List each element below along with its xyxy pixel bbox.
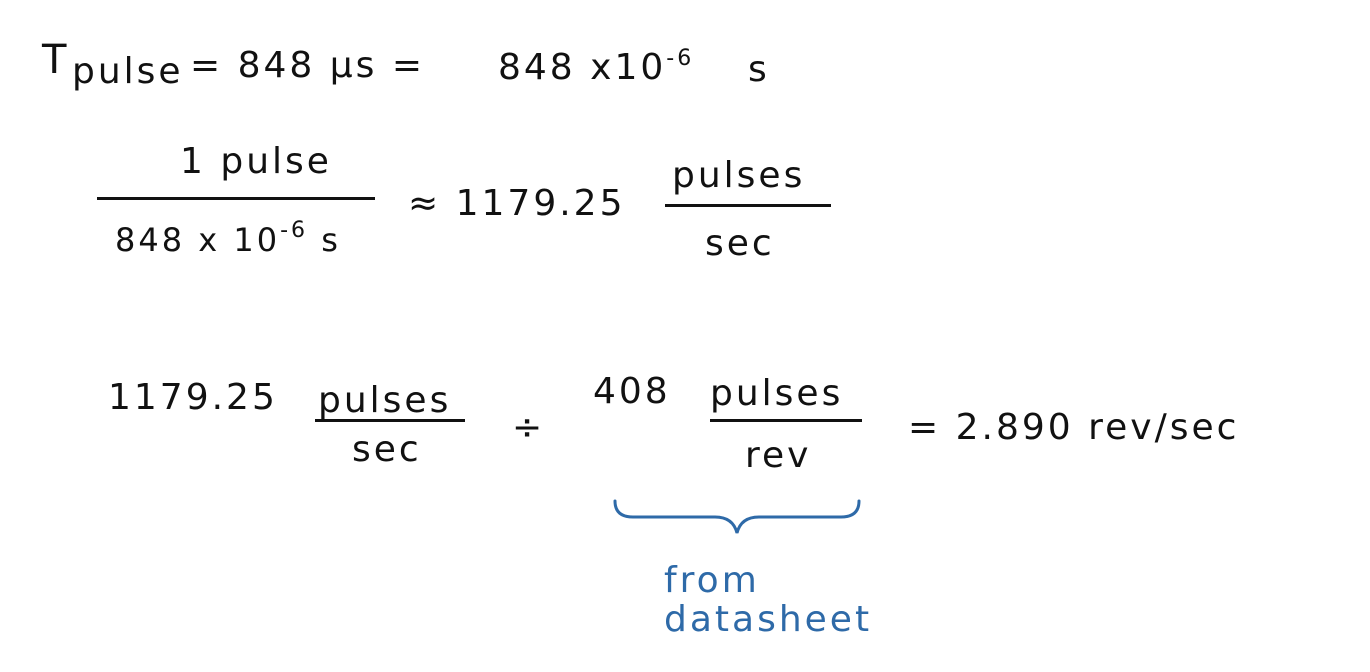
scientific-value: 848 x10-6 (498, 48, 694, 86)
fraction-bar (315, 419, 465, 422)
curly-brace-icon (613, 499, 861, 534)
pulse-subscript: pulse (72, 51, 184, 92)
fraction-bar (97, 197, 375, 200)
result-numerator: pulses (672, 155, 806, 196)
denominator-unit: s (321, 221, 341, 259)
denominator-value: 848 x 10 (115, 221, 281, 259)
denominator-exponent: -6 (280, 218, 309, 243)
fraction-bar (710, 419, 862, 422)
annotation-datasheet: datasheet (664, 599, 873, 640)
annotation-from: from (664, 560, 760, 601)
frac2-denominator: rev (745, 435, 812, 476)
unit: s (748, 49, 770, 90)
approx-value: ≈ 1179.25 (408, 183, 626, 224)
frac1-numerator: pulses (318, 380, 452, 421)
final-result: = 2.890 rev/sec (908, 407, 1240, 448)
t-symbol: T (42, 37, 70, 83)
value: 848 x10 (498, 47, 667, 88)
value1: 1179.25 (108, 377, 278, 418)
fraction-denominator: 848 x 10-6 s (115, 218, 341, 259)
fraction-bar (665, 204, 831, 207)
fraction-numerator: 1 pulse (180, 141, 332, 182)
frac2-numerator: pulses (710, 373, 844, 414)
frac1-denominator: sec (352, 429, 422, 470)
equation-part: = 848 μs = (190, 45, 426, 86)
exponent: -6 (666, 46, 695, 71)
value2: 408 (593, 371, 671, 412)
result-denominator: sec (705, 223, 775, 264)
divide-sign: ÷ (512, 407, 546, 448)
